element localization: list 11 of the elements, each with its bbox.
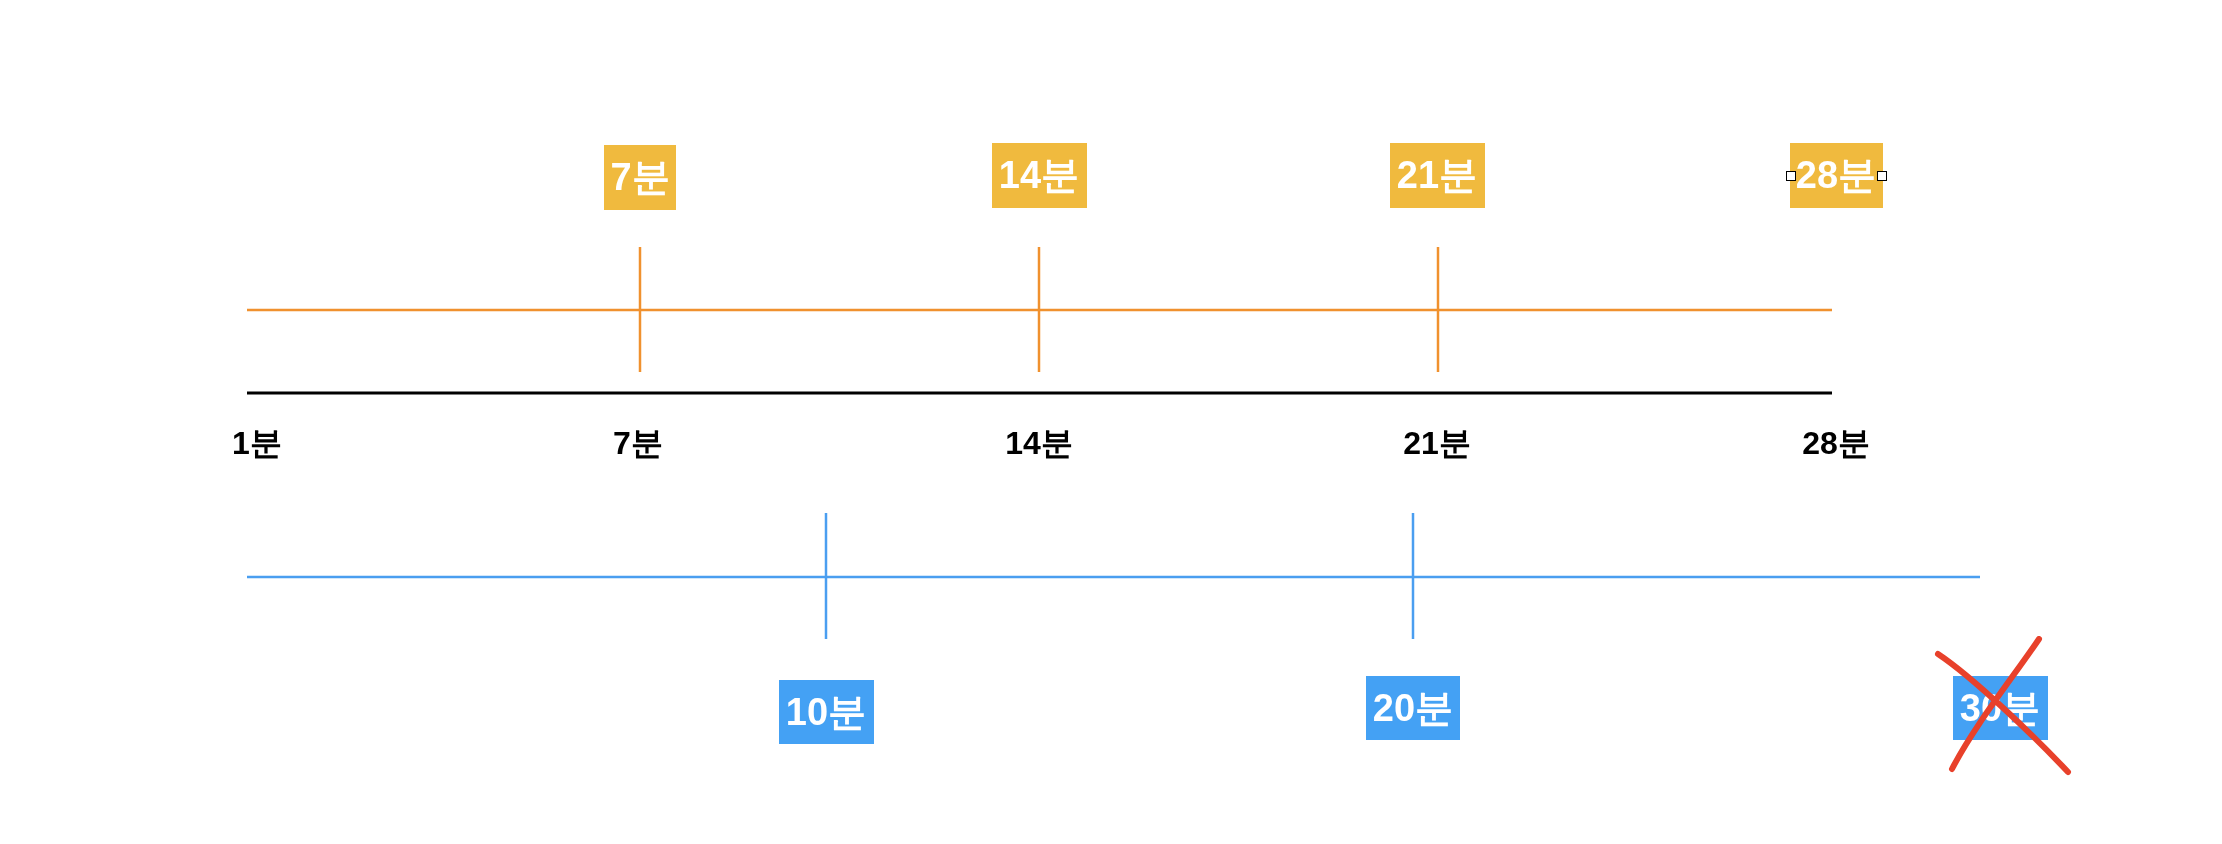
axis-tick-label: 14분 (1005, 425, 1073, 461)
time-tag: 10분 (778, 680, 874, 744)
time-tag: 21분 (1389, 143, 1485, 208)
axis-tick-label: 1분 (232, 425, 282, 461)
axis-tick-label: 21분 (1403, 425, 1471, 461)
axis-tick-label: 28분 (1802, 425, 1870, 461)
time-tag: 14분 (991, 143, 1087, 208)
time-tag: 7분 (604, 145, 676, 210)
axis-tick-label: 7분 (613, 425, 663, 461)
time-tag: 20분 (1366, 676, 1460, 740)
time-tag: 28분 (1789, 143, 1883, 208)
